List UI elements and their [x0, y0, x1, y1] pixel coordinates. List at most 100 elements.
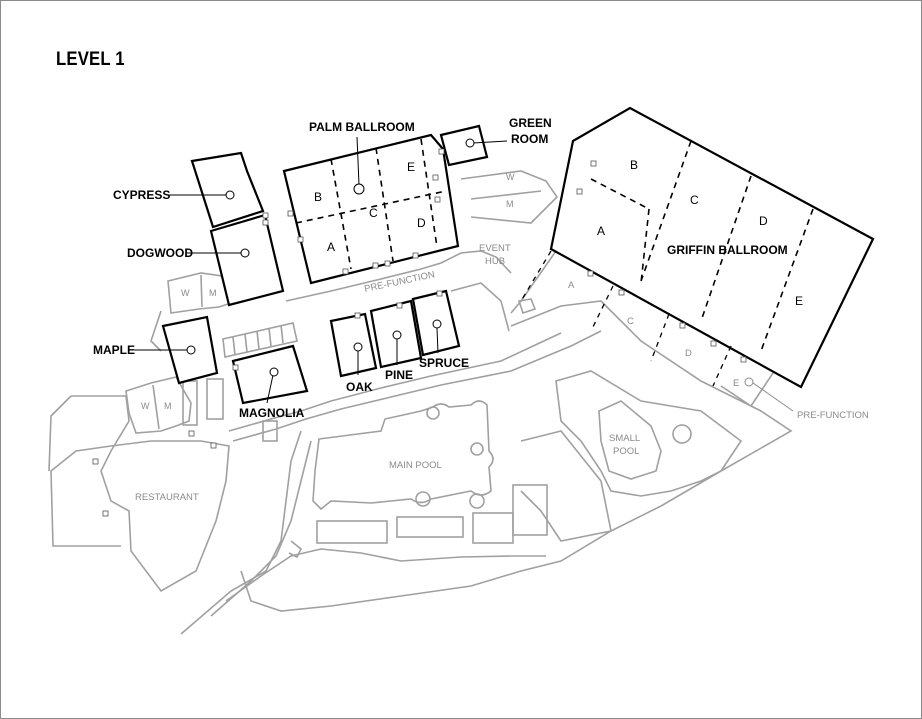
spruce-pin[interactable]	[432, 319, 442, 329]
griffin-prefunction-e: E	[733, 378, 739, 389]
label-dogwood: DOGWOOD	[127, 246, 193, 260]
label-maple: MAPLE	[93, 343, 135, 357]
door	[432, 174, 439, 181]
hub-wall	[450, 282, 510, 332]
label-pine: PINE	[385, 368, 413, 382]
palm-section-c: C	[369, 206, 378, 220]
stair-tread	[280, 324, 284, 344]
label-women-north: W	[181, 288, 190, 298]
stair-tread	[244, 333, 248, 353]
door	[384, 260, 391, 267]
griffin-prefunction-a: A	[568, 280, 575, 291]
cabana-3	[472, 512, 514, 544]
door	[287, 210, 294, 217]
small-pool-surround	[520, 430, 612, 542]
label-small-pool-2: POOL	[613, 446, 639, 457]
pool-planter	[415, 491, 431, 507]
door	[710, 340, 717, 347]
palm-section-a: A	[327, 240, 335, 254]
label-green-room-1: GREEN	[509, 116, 552, 130]
stair-tread	[256, 330, 260, 350]
restroom-divider	[200, 274, 203, 308]
room-griffin-ballroom[interactable]	[549, 106, 875, 389]
pine-pin[interactable]	[392, 330, 402, 340]
magnolia-pin[interactable]	[269, 367, 279, 377]
room-magnolia[interactable]	[231, 344, 309, 405]
door	[679, 322, 686, 329]
label-event-hub-2: HUB	[485, 256, 505, 267]
maple-pin[interactable]	[186, 345, 196, 355]
door	[372, 262, 379, 269]
room-dogwood[interactable]	[209, 213, 285, 307]
hub-stairs	[517, 298, 537, 315]
restaurant-west-wall	[48, 395, 72, 472]
palm-pin[interactable]	[353, 183, 365, 195]
spa	[672, 424, 692, 444]
cabana-1	[316, 520, 388, 544]
room-palm-ballroom[interactable]	[282, 133, 460, 285]
room-green-room[interactable]	[439, 124, 489, 167]
dogwood-pin[interactable]	[240, 248, 250, 258]
palm-section-d: D	[417, 216, 426, 230]
griffin-prefunction-divider	[712, 345, 732, 387]
walkway-curve-inner	[210, 440, 312, 617]
door	[412, 252, 419, 259]
pool-deck-south	[225, 548, 546, 602]
label-spruce: SPRUCE	[419, 356, 469, 370]
pool-building	[512, 484, 548, 536]
palm-section-b: B	[314, 190, 322, 204]
doors	[92, 148, 747, 517]
label-magnolia: MAGNOLIA	[239, 406, 305, 420]
small-pool-deck	[555, 370, 743, 497]
small-pool	[598, 400, 662, 480]
griffin-divider	[700, 175, 752, 322]
magnolia-leader	[266, 374, 274, 404]
door	[740, 356, 747, 363]
label-oak: OAK	[346, 380, 373, 394]
label-green-room-2: ROOM	[511, 132, 548, 146]
restroom-divider	[152, 384, 160, 430]
corridor-wall	[150, 310, 162, 352]
promenade-edge	[228, 332, 562, 432]
label-main-pool: MAIN POOL	[389, 460, 442, 471]
pool-deck-outline	[240, 300, 793, 612]
door	[297, 236, 304, 243]
room-labels: PALM BALLROOM GREEN ROOM CYPRESS DOGWOOD…	[93, 116, 869, 503]
palm-section-e: E	[407, 160, 415, 174]
door	[434, 196, 441, 203]
label-palm-ballroom: PALM BALLROOM	[309, 120, 415, 134]
pool-planter	[426, 406, 440, 420]
griffin-prefunction-leader	[752, 382, 794, 412]
griffin-divider	[760, 208, 814, 352]
label-women-west: W	[141, 401, 150, 411]
stair-tread	[268, 327, 272, 347]
door	[232, 364, 239, 371]
label-men-north: M	[209, 288, 217, 298]
label-men-east: M	[506, 199, 514, 209]
room-oak[interactable]	[329, 312, 378, 378]
promenade-edge-inner	[232, 330, 602, 442]
north-restrooms-block	[167, 272, 232, 314]
griffin-section-a: A	[597, 224, 605, 238]
room-cypress[interactable]	[190, 151, 265, 229]
green-room-pin[interactable]	[465, 138, 475, 148]
door	[102, 510, 109, 517]
griffin-prefunction-end	[720, 372, 774, 408]
door	[210, 442, 217, 449]
cypress-pin[interactable]	[225, 190, 235, 200]
griffin-prefunction-d: D	[685, 348, 692, 359]
door	[188, 430, 195, 437]
pool-planter	[469, 493, 485, 509]
griffin-divider	[640, 140, 692, 282]
griffin-section-b: B	[630, 158, 638, 172]
restaurant-building	[50, 395, 230, 593]
label-event-hub-1: EVENT	[479, 243, 511, 254]
east-restrooms-block	[460, 170, 559, 224]
griffin-prefunction-pin[interactable]	[744, 377, 754, 387]
pool-planter	[470, 442, 484, 456]
oak-pin[interactable]	[353, 342, 363, 352]
door	[396, 302, 403, 309]
door	[576, 188, 583, 195]
door	[438, 148, 445, 155]
